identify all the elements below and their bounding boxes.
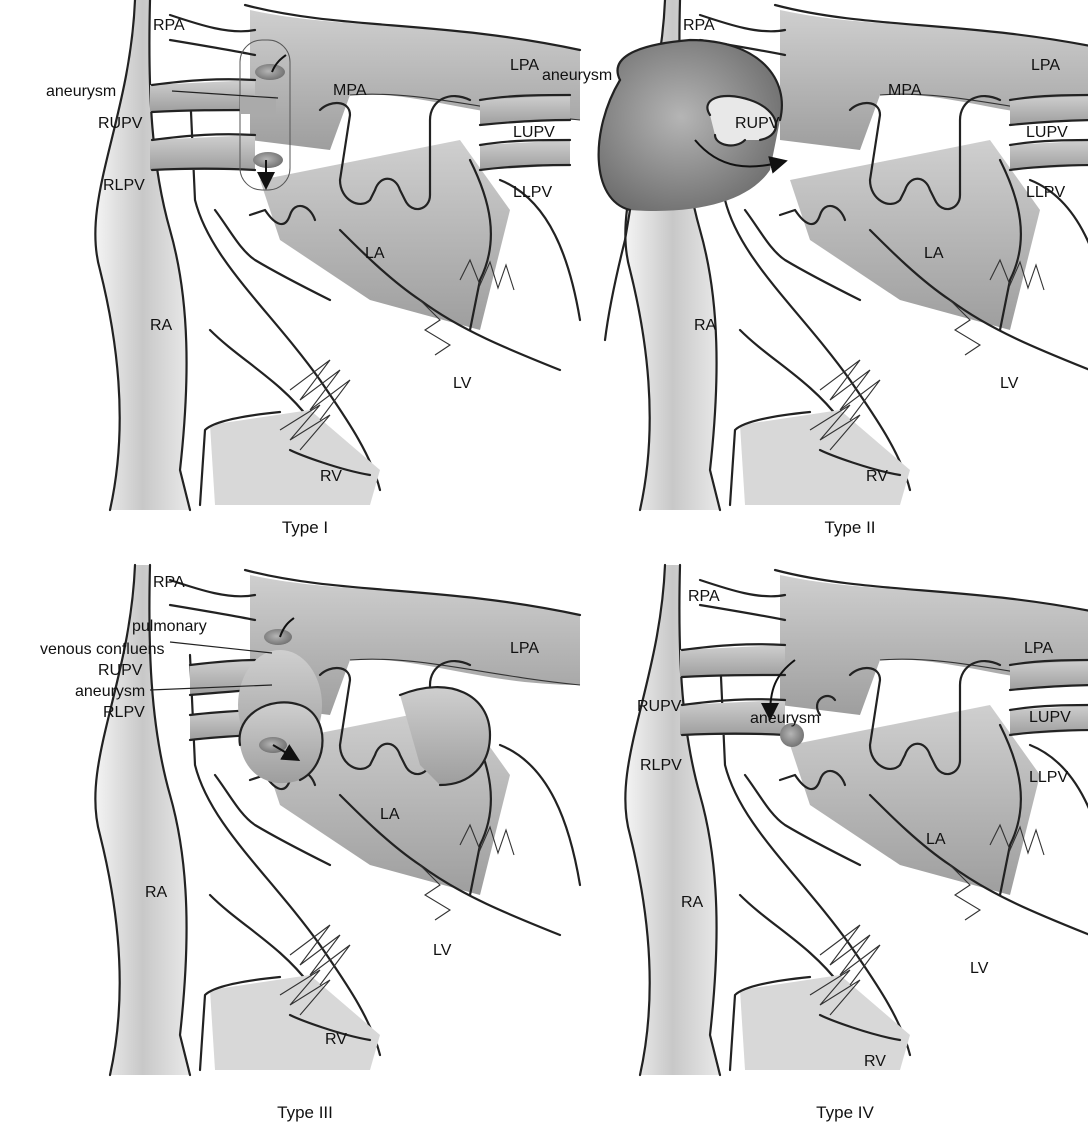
label-llpv: LLPV: [1029, 769, 1068, 786]
label-rv: RV: [866, 468, 888, 485]
label-confluens-line1: pulmonary: [132, 618, 207, 635]
label-lupv: LUPV: [1026, 124, 1068, 141]
label-la: LA: [365, 245, 385, 262]
label-aneurysm: aneurysm: [750, 710, 820, 727]
label-rv: RV: [864, 1053, 886, 1070]
label-rlpv: RLPV: [103, 177, 145, 194]
label-lv: LV: [970, 960, 989, 977]
label-ra: RA: [150, 317, 173, 334]
label-rpa: RPA: [683, 17, 715, 34]
label-ra: RA: [145, 884, 168, 901]
label-lupv: LUPV: [513, 124, 555, 141]
label-aneurysm: aneurysm: [542, 67, 612, 84]
label-lpa: LPA: [510, 640, 539, 657]
label-llpv: LLPV: [1026, 184, 1065, 201]
label-la: LA: [924, 245, 944, 262]
label-confluens-line2: venous confluens: [40, 641, 165, 658]
label-rupv: RUPV: [98, 115, 143, 132]
label-rpa: RPA: [153, 574, 185, 591]
label-lv: LV: [1000, 375, 1019, 392]
label-mpa: MPA: [333, 82, 367, 99]
label-aneurysm: aneurysm: [75, 683, 145, 700]
panel-type-3: RPA LPA pulmonary venous confluens aneur…: [40, 565, 580, 1122]
label-rpa: RPA: [153, 17, 185, 34]
label-lv: LV: [433, 942, 452, 959]
label-rpa: RPA: [688, 588, 720, 605]
label-rlpv: RLPV: [103, 704, 145, 721]
label-ra: RA: [694, 317, 717, 334]
label-rupv: RUPV: [735, 115, 780, 132]
label-lpa: LPA: [510, 57, 539, 74]
caption-type-3: Type III: [277, 1103, 333, 1122]
label-rv: RV: [320, 468, 342, 485]
label-ra: RA: [681, 894, 704, 911]
caption-type-2: Type II: [824, 518, 875, 537]
label-lpa: LPA: [1024, 640, 1053, 657]
label-rupv: RUPV: [637, 698, 682, 715]
panel-type-1: RPA LPA MPA aneurysm RUPV RLPV LUPV LLPV…: [46, 0, 580, 537]
caption-type-4: Type IV: [816, 1103, 874, 1122]
label-rlpv: RLPV: [640, 757, 682, 774]
panel-type-2: RPA LPA MPA aneurysm RUPV LUPV LLPV LA R…: [542, 0, 1088, 537]
label-lv: LV: [453, 375, 472, 392]
label-aneurysm: aneurysm: [46, 83, 116, 100]
label-lpa: LPA: [1031, 57, 1060, 74]
label-rv: RV: [325, 1031, 347, 1048]
label-rupv: RUPV: [98, 662, 143, 679]
caption-type-1: Type I: [282, 518, 328, 537]
label-llpv: LLPV: [513, 184, 552, 201]
label-la: LA: [380, 806, 400, 823]
label-la: LA: [926, 831, 946, 848]
label-lupv: LUPV: [1029, 709, 1071, 726]
panel-type-4: RPA LPA aneurysm RUPV RLPV LUPV LLPV LA …: [625, 565, 1088, 1122]
label-mpa: MPA: [888, 82, 922, 99]
